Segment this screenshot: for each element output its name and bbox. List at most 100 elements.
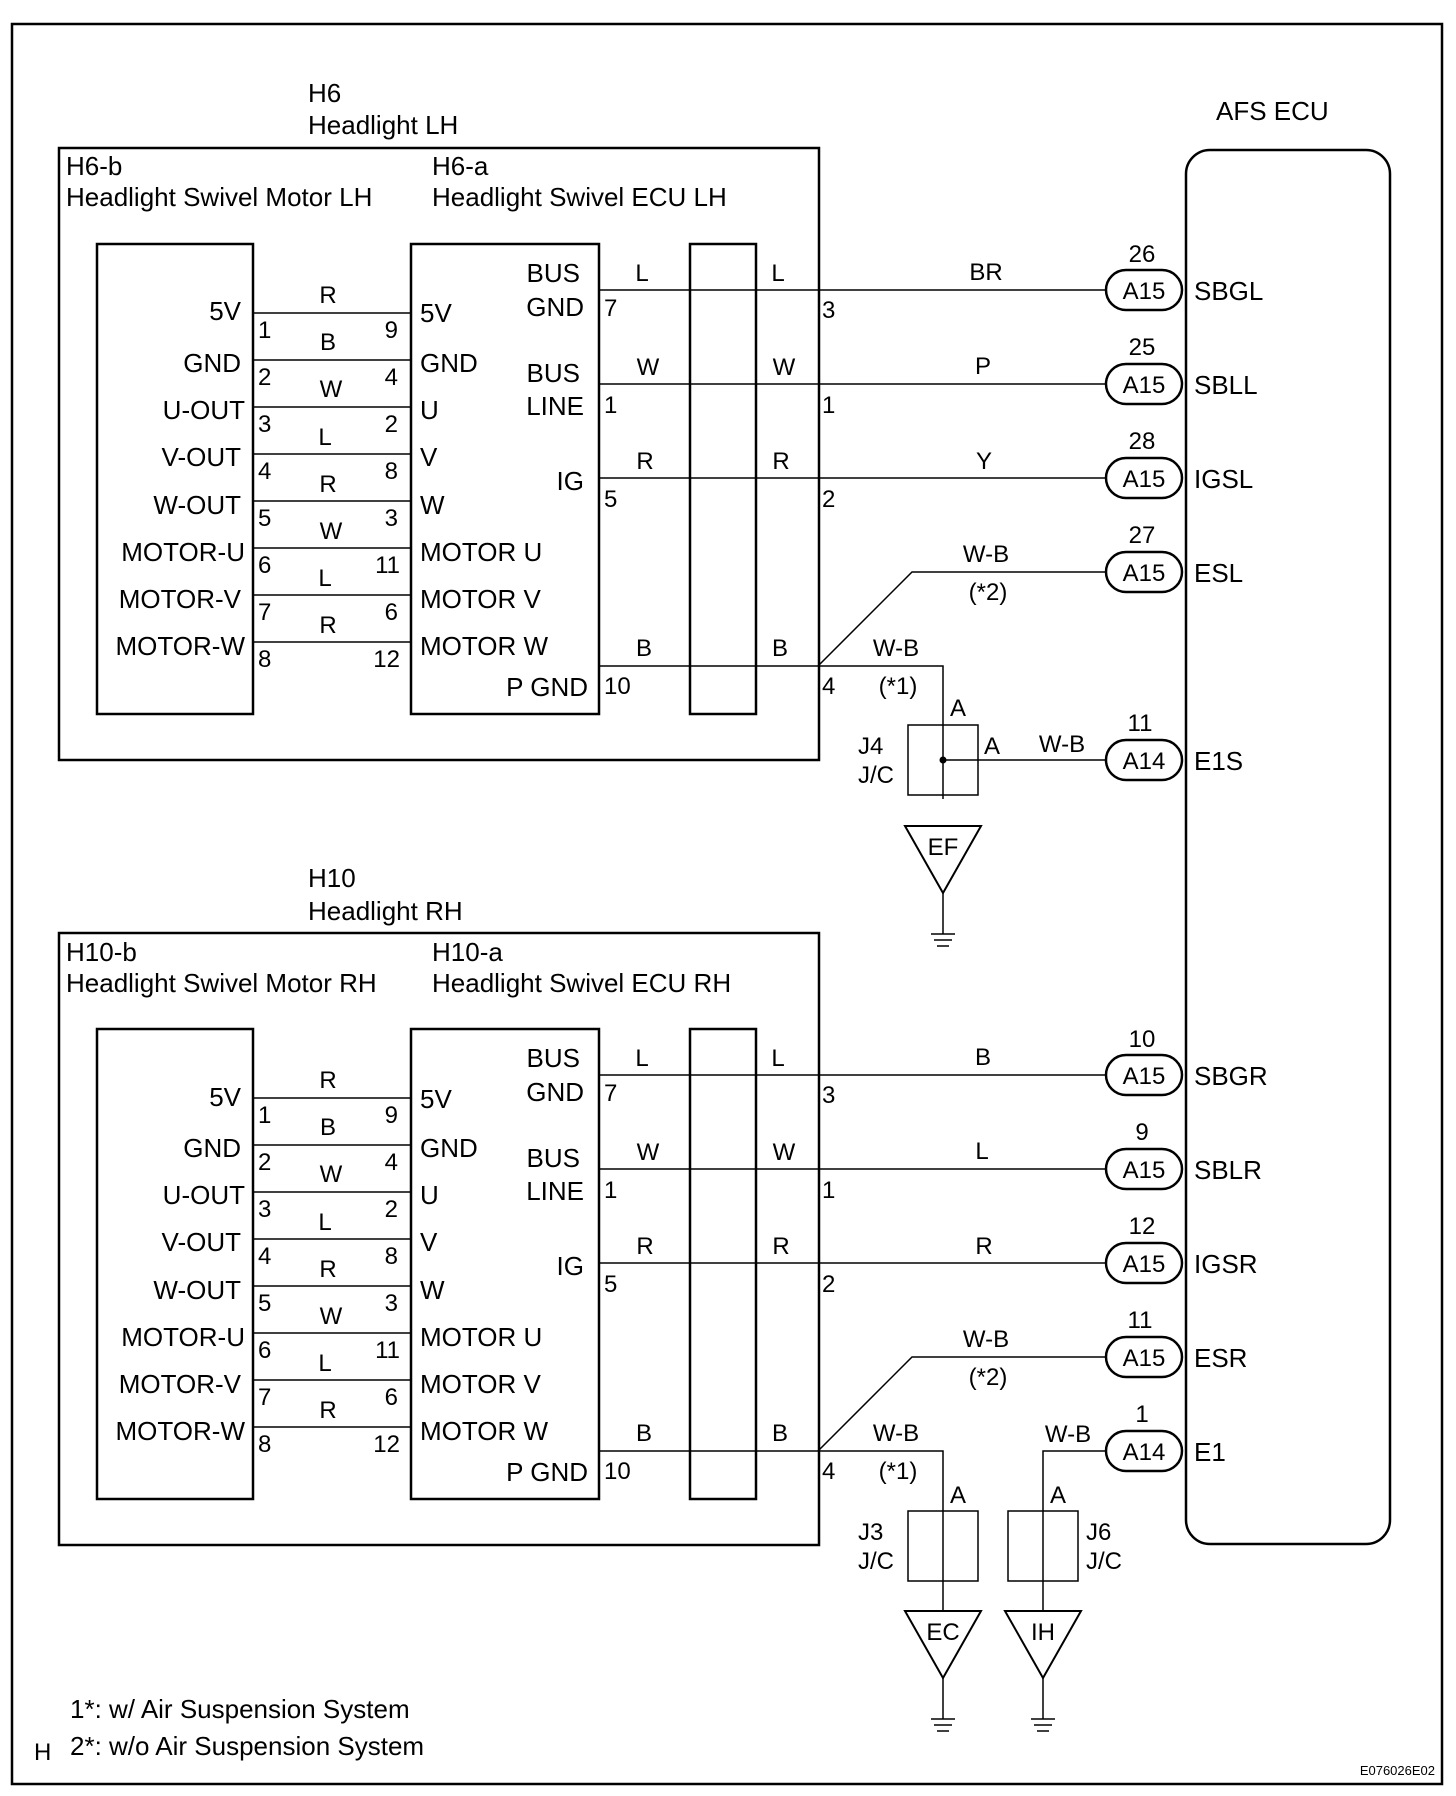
rh-ecu-side-pin-number: 11: [375, 1337, 400, 1364]
lh-motor-pin-label: MOTOR-V: [119, 584, 242, 614]
rh-motor-pin-number: 5: [258, 1290, 271, 1317]
lh-pgnd-color-out: B: [772, 635, 788, 662]
afs-terminal-e1: A14 1 E1: [1104, 1401, 1226, 1473]
rh-pgnd-label: P GND: [506, 1457, 588, 1487]
lh-jc-note: (*1): [879, 673, 918, 700]
rh-bus-line-pin-out: 1: [822, 1177, 835, 1204]
ground-ef-label: EF: [928, 834, 959, 861]
terminal-signal: ESL: [1194, 558, 1243, 588]
lh-motor-name: Headlight Swivel Motor LH: [66, 182, 372, 212]
lh-ig-color-in: R: [636, 448, 653, 475]
lh-ecu-side-pin-number: 12: [373, 646, 400, 673]
lh-motor-pin-number: 8: [258, 646, 271, 673]
lh-bus-gnd-label: GND: [526, 292, 584, 322]
lh-ig-pin-in: 5: [604, 486, 617, 513]
connector-code: A14: [1123, 748, 1166, 775]
ground-ef-triangle: [903, 825, 983, 896]
lh-motor-wires: [253, 312, 411, 643]
afs-terminal-sbgl: A15 26 SBGL: [1104, 241, 1263, 312]
rh-motor-pin-number: 7: [258, 1384, 271, 1411]
rh-ig-pin-out: 2: [822, 1271, 835, 1298]
rh-motor-wire-color: R: [319, 1397, 336, 1424]
lh-motor-pin-label: 5V: [209, 296, 241, 326]
j6-name: J6: [1086, 1519, 1111, 1546]
afs-terminal-esl: A15 27 ESL: [1104, 522, 1243, 594]
lh-ecu-side-pin-number: 8: [385, 458, 398, 485]
j6-e1-color: W-B: [1045, 1421, 1091, 1448]
j4-name: J4: [858, 733, 883, 760]
rh-motor-pin-label: V-OUT: [162, 1227, 242, 1257]
rh-ecu-side-pin-number: 9: [385, 1102, 398, 1129]
rh-bus-gnd-label: GND: [526, 1077, 584, 1107]
rh-ig-pin-in: 5: [604, 1271, 617, 1298]
terminal-signal: SBLR: [1194, 1155, 1262, 1185]
terminal-signal: SBGR: [1194, 1061, 1268, 1091]
lh-name: Headlight LH: [308, 110, 458, 140]
rh-ecu-code: H10-a: [432, 937, 503, 967]
terminal-number: 25: [1129, 334, 1156, 361]
lh-ecu-side-pin-number: 6: [385, 599, 398, 626]
connector-code: A15: [1123, 560, 1166, 587]
rh-ecu-side-pin-label: 5V: [420, 1084, 452, 1114]
rh-esr-note: (*2): [969, 1364, 1008, 1391]
lh-motor-wire-color: B: [320, 329, 336, 356]
afs-terminal-sblr: A15 9 SBLR: [1104, 1119, 1262, 1191]
headlight-lh: H6 Headlight LH H6-b Headlight Swivel Mo…: [57, 78, 1263, 947]
terminal-number: 27: [1129, 522, 1156, 549]
rh-motor-code: H10-b: [66, 937, 137, 967]
lh-pgnd-pin-in: 10: [604, 673, 631, 700]
lh-headlight-box: [57, 146, 821, 762]
lh-bus-line-label: LINE: [526, 391, 584, 421]
terminal-number: 26: [1129, 241, 1156, 268]
j6-type: J/C: [1086, 1548, 1122, 1575]
rh-motor-wire-color: B: [320, 1114, 336, 1141]
lh-motor-wire-color: R: [319, 282, 336, 309]
lh-bus-line-color-out: W: [773, 354, 796, 381]
lh-motor-wire-color: R: [319, 471, 336, 498]
j3-pin-top: A: [950, 1482, 966, 1509]
lh-bus-gnd-color-harness: BR: [969, 259, 1002, 286]
lh-motor-pin-label: MOTOR-W: [116, 631, 246, 661]
connector-pill: [1104, 456, 1184, 500]
rh-motor-name: Headlight Swivel Motor RH: [66, 968, 377, 998]
rh-pgnd-color-out: B: [772, 1420, 788, 1447]
j6-pin-top: A: [1050, 1482, 1066, 1509]
rh-ecu-side-pin-number: 12: [373, 1431, 400, 1458]
rh-motor-pin-number: 8: [258, 1431, 271, 1458]
rh-ecu-side-pin-label: MOTOR V: [420, 1369, 542, 1399]
lh-esl-note: (*2): [969, 579, 1008, 606]
connector-code: A15: [1123, 1063, 1166, 1090]
j4-type: J/C: [858, 762, 894, 789]
lh-motor-pin-label: MOTOR-U: [121, 537, 245, 567]
rh-motor-pin-label: MOTOR-W: [116, 1416, 246, 1446]
footnote-2: 2*: w/o Air Suspension System: [70, 1731, 424, 1761]
terminal-number: 11: [1128, 710, 1153, 737]
ground-ec-symbol: [931, 1678, 955, 1732]
afs-ecu-title: AFS ECU: [1216, 96, 1329, 126]
afs-terminal-sbll: A15 25 SBLL: [1104, 334, 1258, 406]
rh-ig-color-out: R: [772, 1233, 789, 1260]
lh-ecu-side-pin-number: 3: [385, 505, 398, 532]
rh-motor-wire-color: W: [320, 1303, 343, 1330]
rh-bus-gnd-pin-out: 3: [822, 1082, 835, 1109]
rh-jc-note: (*1): [879, 1458, 918, 1485]
lh-ecu-side-pin-number: 9: [385, 317, 398, 344]
afs-terminal-igsl: A15 28 IGSL: [1104, 428, 1253, 500]
rh-motor-wire-color: R: [319, 1067, 336, 1094]
rh-motor-wires: [253, 1097, 411, 1428]
rh-ecu-side-pin-label: V: [420, 1227, 438, 1257]
rh-bus-gnd-color-out: L: [771, 1045, 784, 1072]
rh-jc-color: W-B: [873, 1420, 919, 1447]
lh-ecu-side-pin-label: V: [420, 442, 438, 472]
j4-e1s-color: W-B: [1039, 731, 1085, 758]
connector-pill: [1104, 550, 1184, 594]
lh-code: H6: [308, 78, 341, 108]
figure-id: E076026E02: [1360, 1763, 1435, 1778]
j4-splice-dot: [939, 756, 947, 764]
lh-ig-color-out: R: [772, 448, 789, 475]
lh-ecu-side-pin-number: 2: [385, 411, 398, 438]
j4-pin-top: A: [950, 695, 966, 722]
rh-bus-line-label: BUS: [527, 1143, 580, 1173]
lh-ig-color-harness: Y: [976, 448, 992, 475]
